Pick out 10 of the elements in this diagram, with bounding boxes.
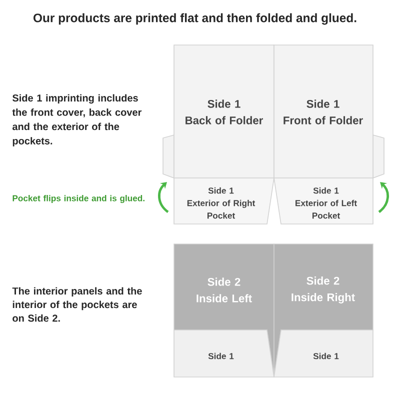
folder-panel: Side 1 Front of Folder	[274, 44, 374, 178]
pocket-panel: Side 1	[274, 330, 374, 378]
note-text: Pocket flips inside and is glued.	[12, 194, 144, 204]
folder-panel: Side 1 Back of Folder	[174, 44, 274, 178]
pocket-panel: Side 1 Exterior of Right Pocket	[174, 178, 274, 224]
pocket-panel: Side 1 Exterior of Left Pocket	[274, 178, 374, 224]
pocket-panel: Side 1	[174, 330, 274, 378]
description-text: The interior panels and the interior of the pockets are on Side 2.	[12, 287, 142, 322]
title: Our products are printed flat and then folded and glued.	[34, 13, 356, 25]
description-text: Side 1 imprinting includes the front cover, back cover and the exterior of the pockets.	[12, 94, 142, 146]
